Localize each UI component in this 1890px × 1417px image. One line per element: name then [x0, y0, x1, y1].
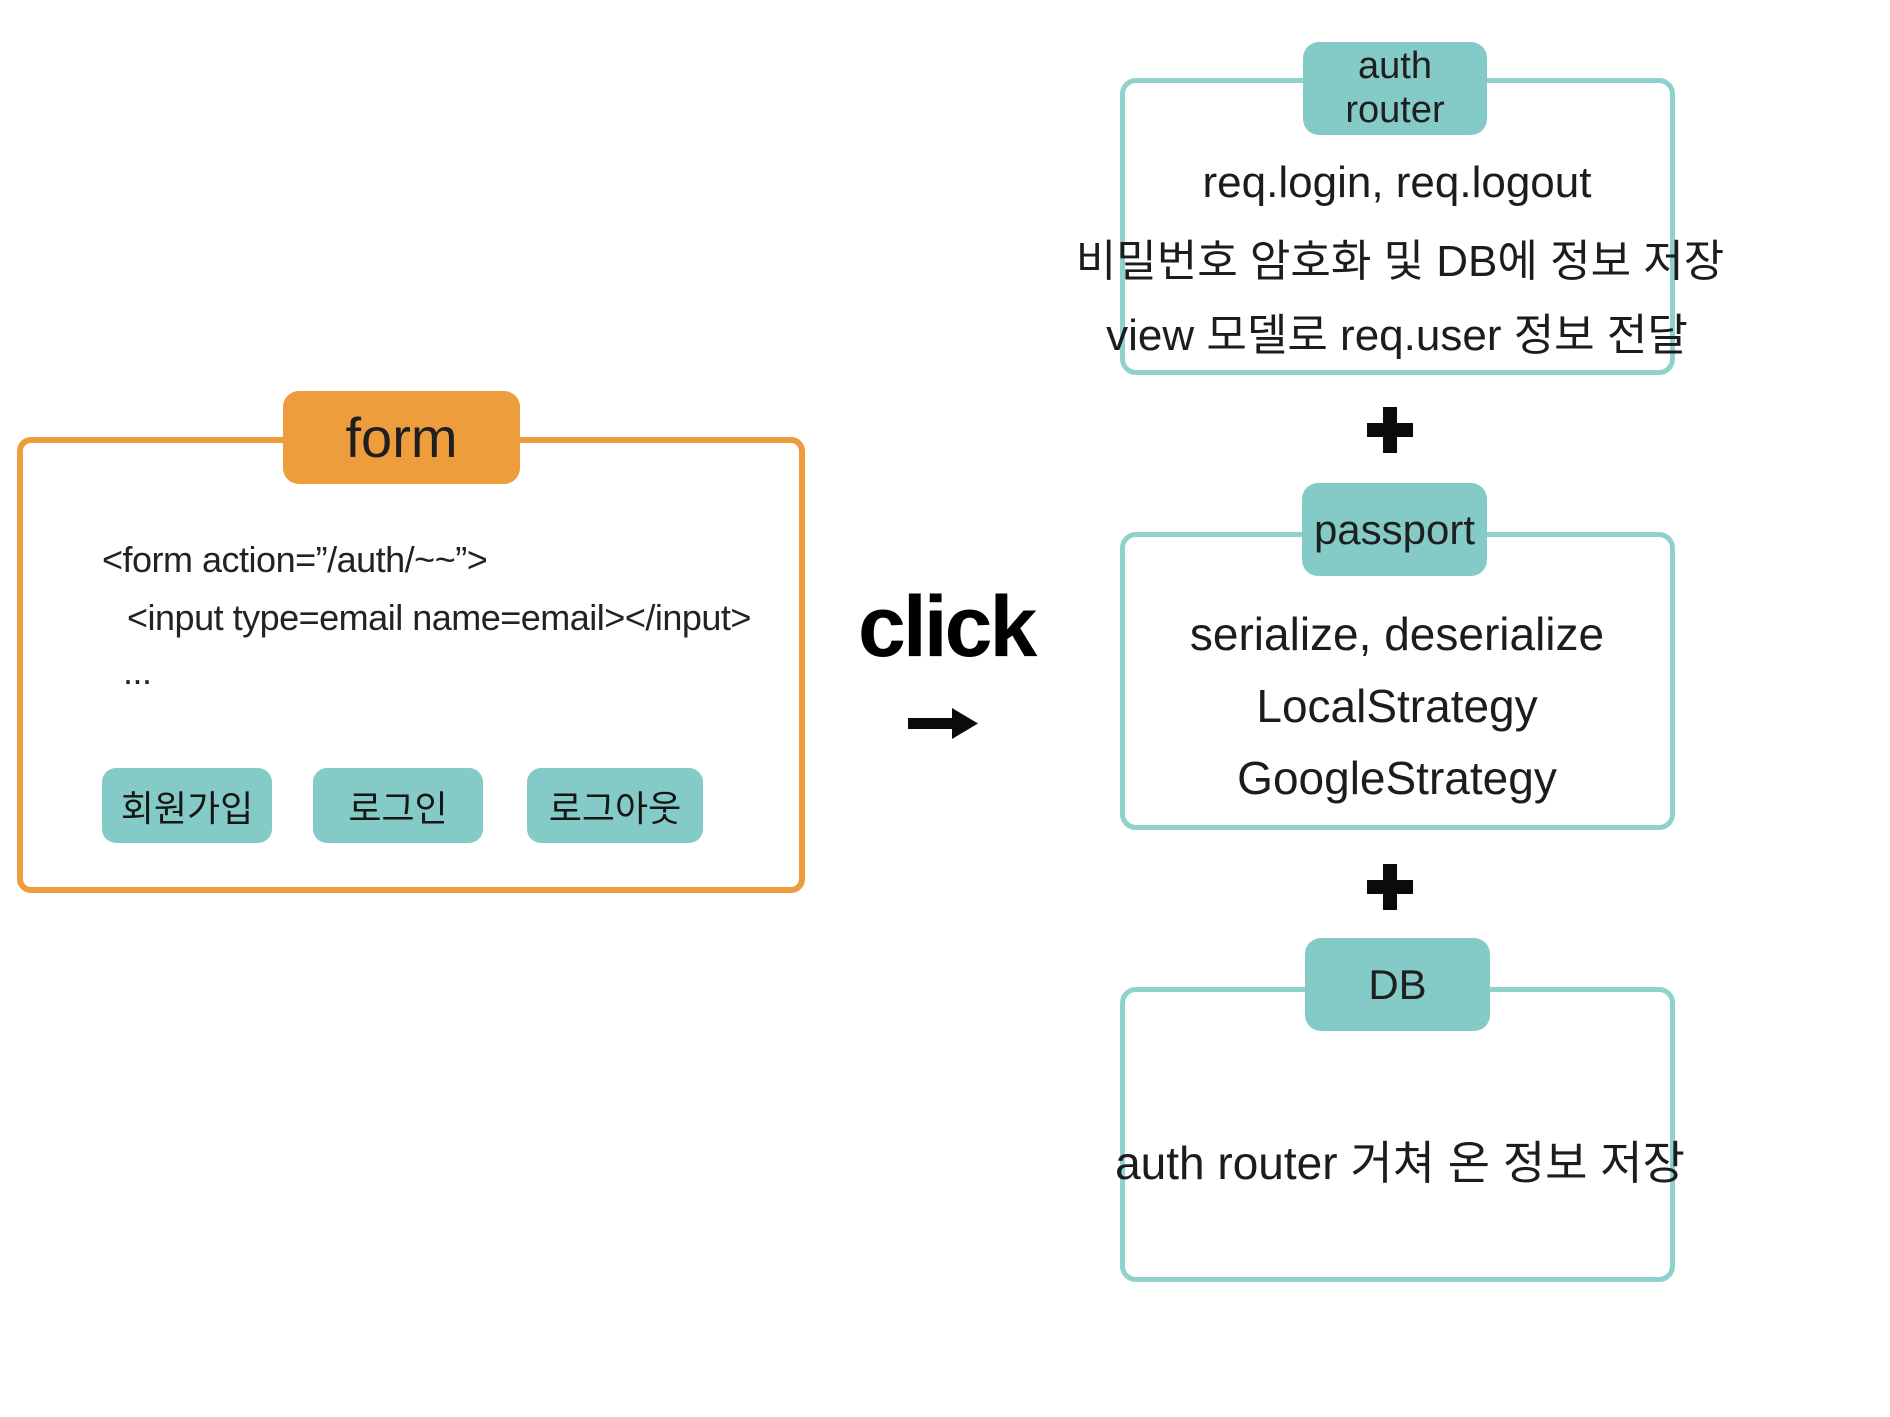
auth-router-label: auth router	[1303, 42, 1487, 135]
passport-box	[1120, 532, 1675, 830]
db-line-1: auth router 거쳐 온 정보 저장	[1115, 1137, 1685, 1189]
login-button[interactable]: 로그인	[313, 768, 483, 843]
logout-button[interactable]: 로그아웃	[527, 768, 703, 843]
logout-button-label: 로그아웃	[548, 787, 682, 829]
passport-line-3: GoogleStrategy	[1237, 752, 1557, 804]
click-label: click	[858, 579, 1037, 675]
arrow-right-icon	[908, 708, 978, 739]
form-box-label: form	[283, 391, 520, 484]
form-code-line-2: <input type=email name=email></input>	[127, 597, 751, 638]
db-label: DB	[1305, 938, 1490, 1031]
plus-icon: +	[1367, 864, 1413, 910]
passport-line-2: LocalStrategy	[1256, 680, 1538, 732]
passport-line-1: serialize, deserialize	[1189, 608, 1605, 660]
login-button-label: 로그인	[348, 787, 448, 829]
form-box-title: form	[345, 406, 458, 469]
db-title: DB	[1368, 960, 1427, 1008]
db-box	[1120, 987, 1675, 1282]
signup-button[interactable]: 회원가입	[102, 768, 272, 843]
auth-router-line-3: view 모델로 req.user 정보 전달	[1106, 311, 1688, 360]
passport-title: passport	[1313, 505, 1476, 553]
auth-router-line-2: 비밀번호 암호화 및 DB에 정보 저장	[1075, 237, 1725, 286]
signup-button-label: 회원가입	[120, 787, 254, 829]
auth-router-line-1: req.login, req.logout	[1202, 158, 1592, 207]
plus-icon: +	[1367, 407, 1413, 453]
form-code-line-1: <form action=”/auth/~~”>	[102, 539, 488, 580]
auth-router-title-line1: auth	[1358, 44, 1432, 87]
auth-router-title-line2: router	[1345, 88, 1445, 131]
form-code-ellipsis: ...	[123, 651, 152, 692]
passport-label: passport	[1302, 483, 1487, 576]
